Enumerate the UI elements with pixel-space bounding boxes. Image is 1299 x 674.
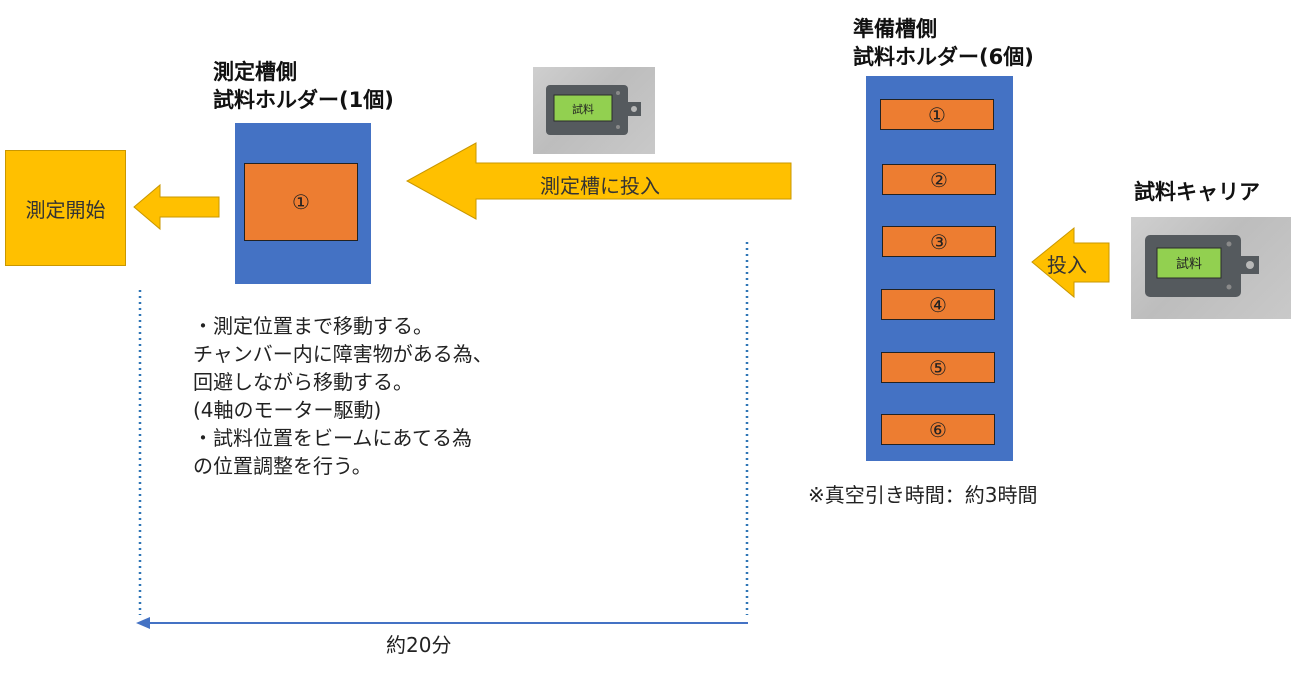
prep-slot-label-6: ⑥ xyxy=(929,417,947,442)
description-line-4: (4軸のモーター駆動) xyxy=(193,398,382,422)
prep-holder-slot: ① xyxy=(880,99,994,130)
description-line-1: ・測定位置まで移動する。 xyxy=(193,314,433,338)
arrow-to-start xyxy=(133,183,220,231)
sample-photo-top: 試料 xyxy=(533,67,655,154)
measurement-holder-slot-label: ① xyxy=(292,190,310,214)
prep-sample-holder: ① ② ③ ④ ⑤ ⑥ xyxy=(866,76,1013,461)
sample-chip-label-top: 試料 xyxy=(572,102,594,116)
sample-chip-image: 試料 xyxy=(546,85,641,135)
prep-holder-slot: ⑥ xyxy=(881,414,995,445)
measurement-start-box: 測定開始 xyxy=(5,150,126,266)
measurement-sample-holder: ① xyxy=(235,123,371,284)
measurement-holder-title: 測定槽側 試料ホルダー(1個) xyxy=(213,58,394,114)
measurement-holder-title-line1: 測定槽側 xyxy=(213,60,297,84)
prep-holder-slot: ⑤ xyxy=(881,352,995,383)
prep-slot-label-4: ④ xyxy=(929,292,947,317)
sample-carrier-chip-image: 試料 xyxy=(1145,235,1259,297)
prep-holder-title: 準備槽側 試料ホルダー(6個) xyxy=(853,15,1034,71)
sample-carrier-photo: 試料 xyxy=(1131,217,1291,319)
prep-slot-label-5: ⑤ xyxy=(929,355,947,380)
prep-holder-slot: ④ xyxy=(881,289,995,320)
sample-chip-label-carrier: 試料 xyxy=(1176,256,1202,272)
measurement-start-label: 測定開始 xyxy=(25,197,106,222)
arrow-insert xyxy=(1031,226,1110,299)
arrow-to-measurement xyxy=(405,142,792,220)
prep-slot-label-3: ③ xyxy=(930,229,948,254)
measurement-holder-title-line2: 試料ホルダー(1個) xyxy=(213,88,394,112)
description-line-3: 回避しながら移動する。 xyxy=(193,370,413,394)
prep-holder-title-line2: 試料ホルダー(6個) xyxy=(853,45,1034,69)
measurement-holder-slot: ① xyxy=(244,163,358,241)
arrow-to-measurement-label: 測定槽に投入 xyxy=(540,174,660,198)
prep-holder-title-line1: 準備槽側 xyxy=(853,17,937,41)
vacuum-time-note: ※真空引き時間：約3時間 xyxy=(808,483,1038,507)
description-line-2: チャンバー内に障害物がある為、 xyxy=(193,342,493,366)
prep-slot-label-1: ① xyxy=(928,102,946,127)
arrow-insert-label: 投入 xyxy=(1047,253,1087,277)
prep-holder-slot: ③ xyxy=(882,226,996,257)
description-line-6: の位置調整を行う。 xyxy=(193,454,372,478)
measurement-description: ・測定位置まで移動する。 チャンバー内に障害物がある為、 回避しながら移動する。… xyxy=(193,312,493,480)
prep-slot-label-2: ② xyxy=(930,167,948,192)
description-line-5: ・試料位置をビームにあてる為 xyxy=(193,426,472,450)
sample-carrier-title: 試料キャリア xyxy=(1134,180,1260,204)
prep-holder-slot: ② xyxy=(882,164,996,195)
duration-arrowhead xyxy=(136,617,150,629)
duration-label: 約20分 xyxy=(386,633,452,657)
